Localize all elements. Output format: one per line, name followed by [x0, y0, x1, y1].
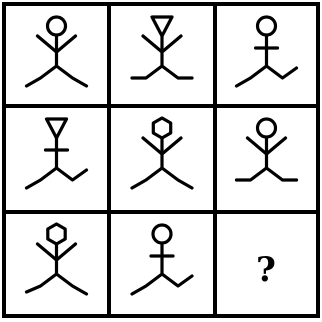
figure-head-circle — [48, 17, 66, 35]
figure-head-triangle — [47, 119, 67, 138]
figure-head-triangle — [152, 17, 172, 36]
figure-legs — [27, 168, 87, 188]
figure-6 — [237, 119, 297, 180]
figure-5 — [132, 118, 192, 188]
figure-legs — [237, 168, 297, 180]
figure-3 — [237, 17, 297, 86]
figure-head-hexagon — [48, 224, 65, 244]
figure-8 — [132, 225, 192, 294]
missing-cell-question-mark: ? — [256, 250, 276, 290]
figure-7 — [27, 224, 87, 294]
figure-1 — [27, 17, 87, 86]
figure-head-circle — [258, 119, 276, 137]
figure-head-hexagon — [153, 118, 170, 138]
figure-legs — [237, 66, 297, 86]
figure-head-circle — [153, 225, 171, 243]
figure-legs — [27, 274, 87, 294]
figure-legs — [27, 66, 87, 86]
figure-4 — [27, 119, 87, 188]
figure-legs — [132, 168, 192, 188]
figure-legs — [132, 274, 192, 294]
figure-legs — [132, 66, 192, 78]
figure-2 — [132, 17, 192, 78]
figure-head-circle — [258, 17, 276, 35]
